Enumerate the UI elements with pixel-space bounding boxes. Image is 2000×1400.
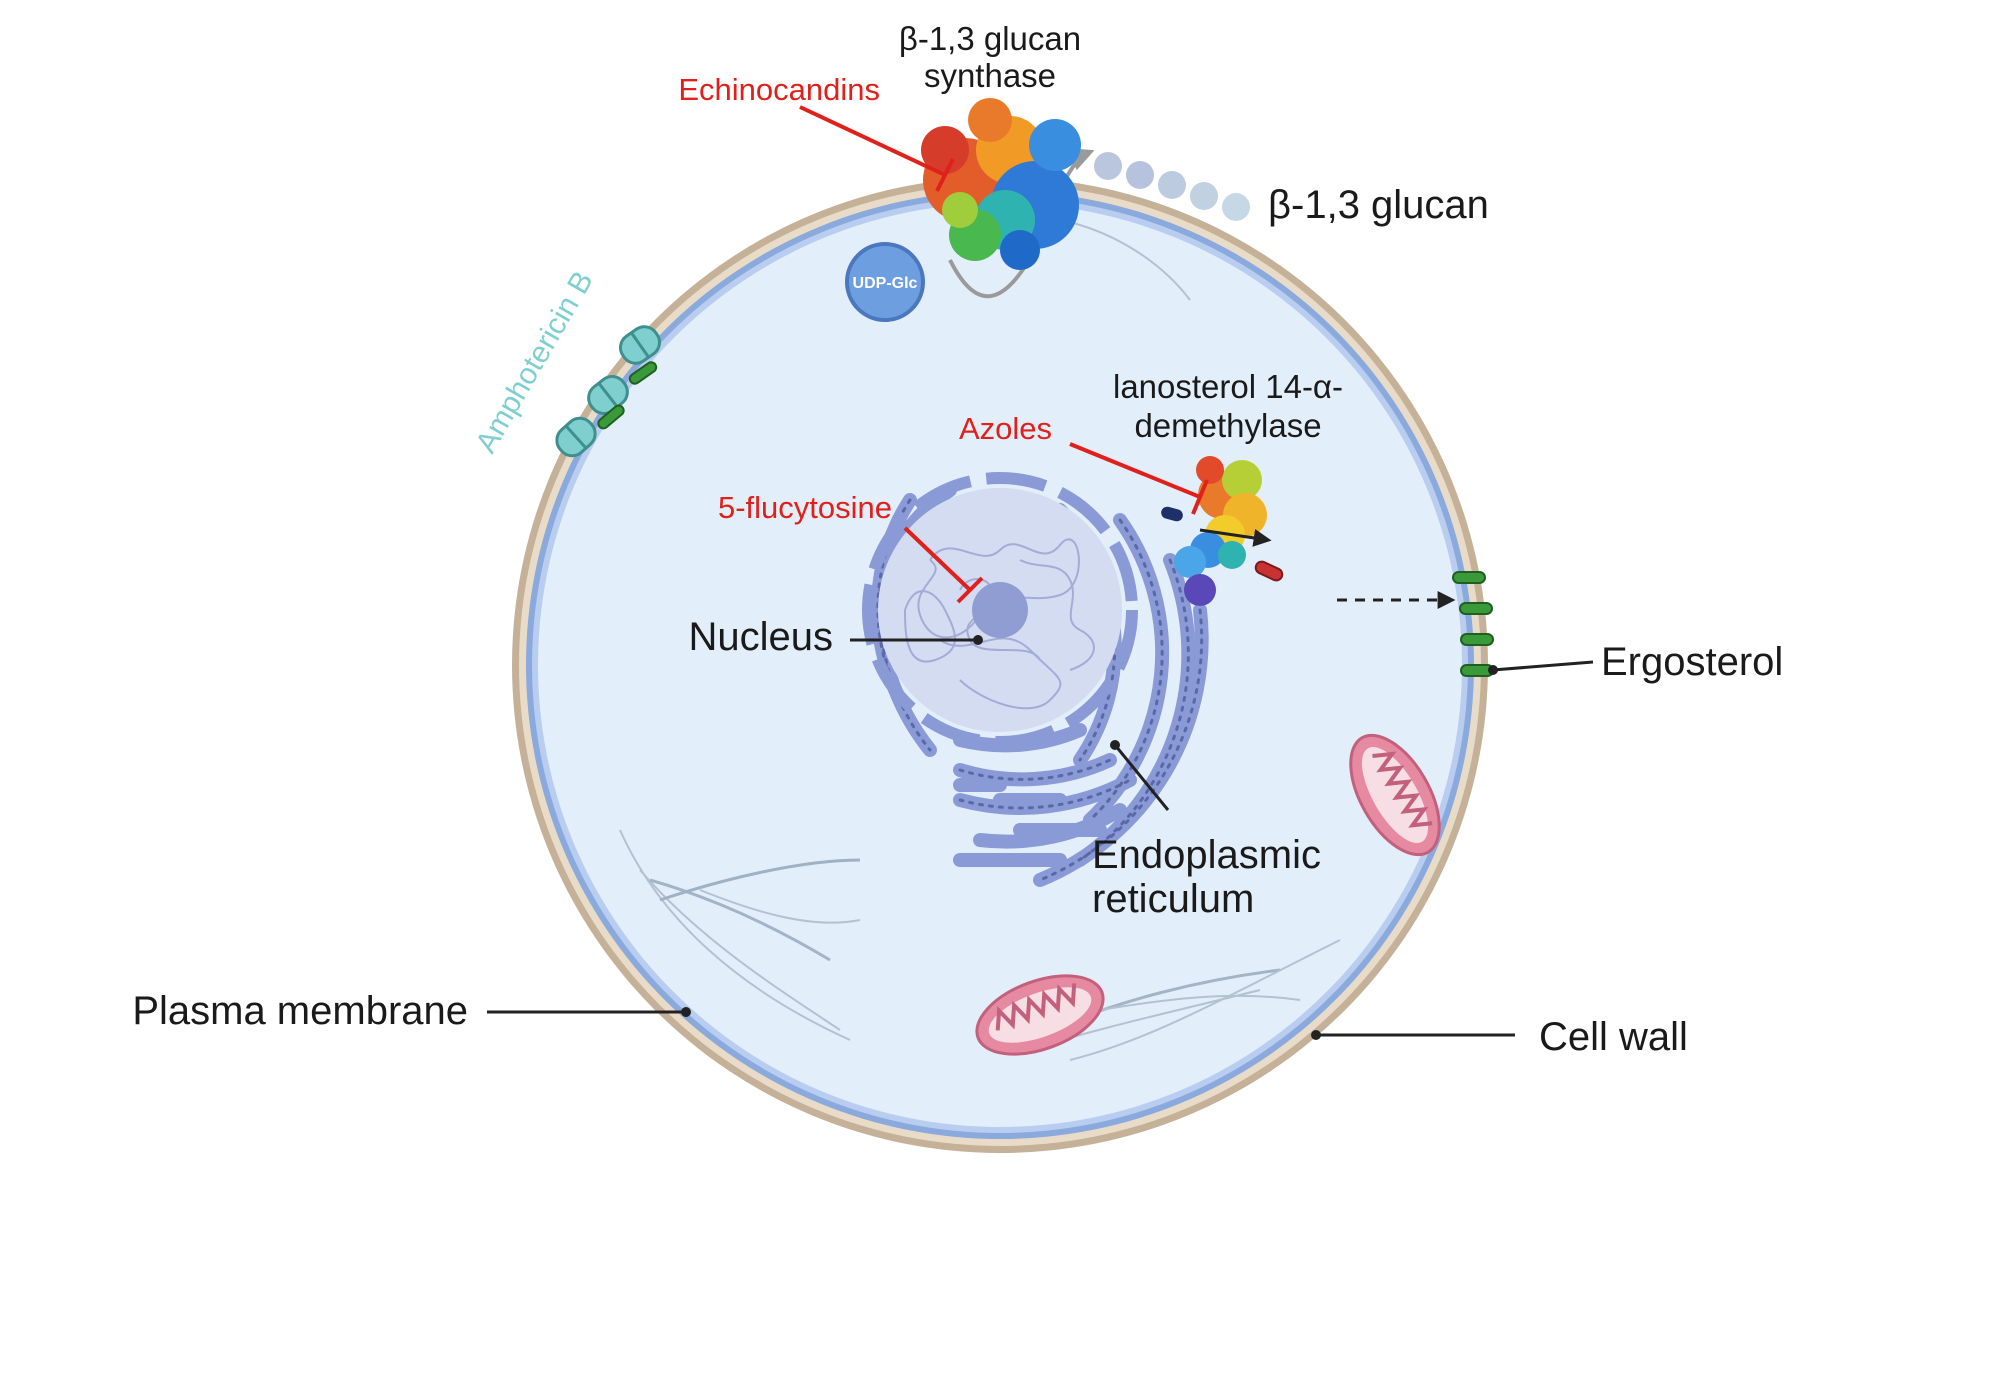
amphotericin-pores xyxy=(555,325,661,458)
ergosterol-in-pore xyxy=(597,361,658,430)
demethylated-product xyxy=(1254,560,1284,582)
enzyme-icon xyxy=(1174,456,1267,606)
mitochondrion-icon xyxy=(975,974,1105,1056)
ergosterol-label: Ergosterol xyxy=(1601,640,1783,684)
glucan-synthase-label-line2: synthase xyxy=(924,57,1056,94)
cell-wall-label: Cell wall xyxy=(1539,1015,1688,1059)
lanosterol-substrate xyxy=(1161,506,1183,522)
azoles-inhibition xyxy=(1069,442,1209,515)
lanosterol-label-line1: lanosterol 14-α- xyxy=(1113,368,1343,405)
glucan-synthase-label-line1: β-1,3 glucan xyxy=(899,20,1081,57)
membrane-pore-icon xyxy=(587,375,629,415)
flucytosine-inhibition xyxy=(903,526,984,604)
flucytosine-label: 5-flucytosine xyxy=(718,490,892,525)
echinocandins-inhibition xyxy=(799,105,955,192)
nucleus xyxy=(862,472,1138,748)
membrane-pore-icon xyxy=(619,325,661,365)
glucan-polymer-beads xyxy=(1094,152,1250,221)
mitochondrion-icon xyxy=(1349,733,1441,857)
protein-complex-icon xyxy=(921,98,1081,270)
azoles-label: Azoles xyxy=(959,411,1052,446)
nucleolus xyxy=(972,582,1028,638)
membrane-pore-icon xyxy=(555,416,597,458)
udp-glc-label: UDP-Glc xyxy=(853,275,918,292)
glucan-synthase-complex xyxy=(921,98,1250,299)
plasma-membrane-label: Plasma membrane xyxy=(132,989,468,1033)
lanosterol-label-line2: demethylase xyxy=(1134,407,1321,444)
lanosterol-demethylase-complex xyxy=(1161,456,1284,606)
nucleus-label: Nucleus xyxy=(688,615,833,659)
udp-glc-molecule: UDP-Glc xyxy=(845,242,925,322)
nuclear-envelope xyxy=(862,472,1138,748)
er-label-line1: Endoplasmic xyxy=(1092,833,1321,877)
glucan-label: β-1,3 glucan xyxy=(1268,183,1489,227)
echinocandins-label: Echinocandins xyxy=(678,72,880,107)
er-label-line2: reticulum xyxy=(1092,877,1254,921)
ergosterol-molecules xyxy=(1452,571,1494,677)
leader-lines xyxy=(487,635,1594,1040)
